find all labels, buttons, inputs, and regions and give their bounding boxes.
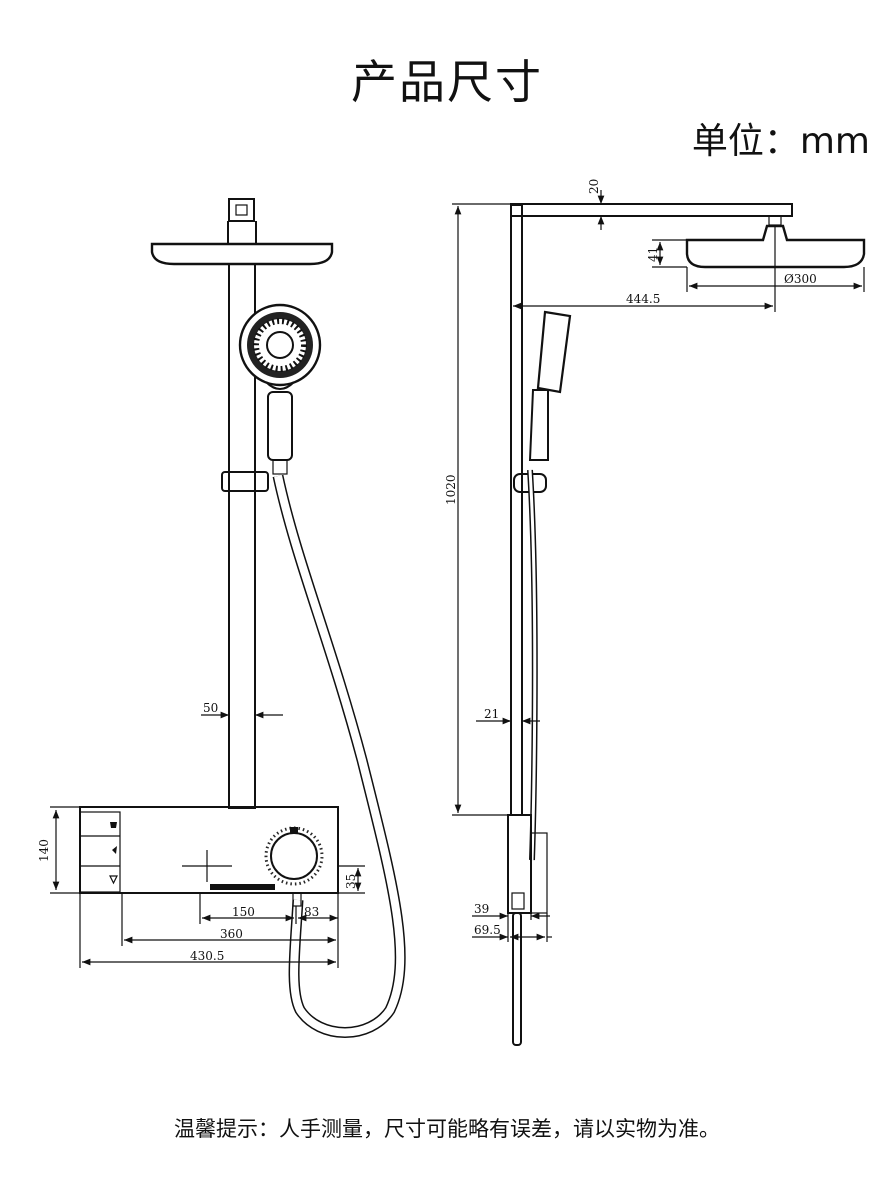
front-top-connector: [228, 198, 255, 222]
front-temperature-knob: [270, 832, 318, 880]
footer-note: 温馨提示：人手测量，尺寸可能略有误差，请以实物为准。: [174, 1117, 720, 1141]
dim-side-depth-69-5: 69.5: [474, 923, 501, 937]
dim-front-box-height: 140: [37, 839, 51, 862]
front-spout: [210, 884, 275, 890]
dim-side-arm-reach: 444.5: [626, 292, 660, 306]
side-outlet-pipe: [512, 912, 522, 1046]
dim-side-head-diameter: Ø300: [784, 272, 817, 286]
dim-front-total-width: 430.5: [190, 949, 224, 963]
front-button-panel: [79, 811, 121, 893]
side-hand-shower: [536, 310, 572, 394]
dim-front-offset-83: 83: [304, 905, 319, 919]
side-top-arm: [510, 203, 793, 217]
page-title: 产品尺寸: [351, 55, 543, 109]
side-riser-pipe: [510, 204, 523, 816]
front-rain-head: [150, 242, 334, 266]
dim-side-height: 1020: [444, 474, 458, 505]
dim-side-pipe-width: 21: [484, 707, 499, 721]
front-hand-shower-head: [238, 303, 322, 390]
front-slider-bracket: [221, 471, 269, 492]
dim-front-pipe-width: 50: [203, 701, 218, 715]
dim-side-depth-39: 39: [474, 902, 489, 916]
front-view: 50 140 35 150 83 360 430.5: [37, 198, 406, 1038]
side-view: 20 41 Ø300 444.5 1020 21 39 69.5: [444, 179, 866, 1046]
dim-front-offset-150: 150: [232, 905, 255, 919]
dim-side-head-thickness: 41: [646, 247, 660, 262]
spout-mode-icon: [109, 875, 118, 885]
unit-label: 单位：mm: [691, 121, 870, 162]
dim-front-width-360: 360: [220, 927, 243, 941]
front-control-box: [79, 806, 339, 894]
rain-mode-icon: [110, 822, 117, 828]
front-hand-shower-handle: [267, 391, 293, 461]
dim-front-outlet-height: 35: [344, 874, 358, 889]
hand-mode-icon: [112, 846, 117, 854]
dim-side-arm-thickness: 20: [587, 179, 601, 194]
